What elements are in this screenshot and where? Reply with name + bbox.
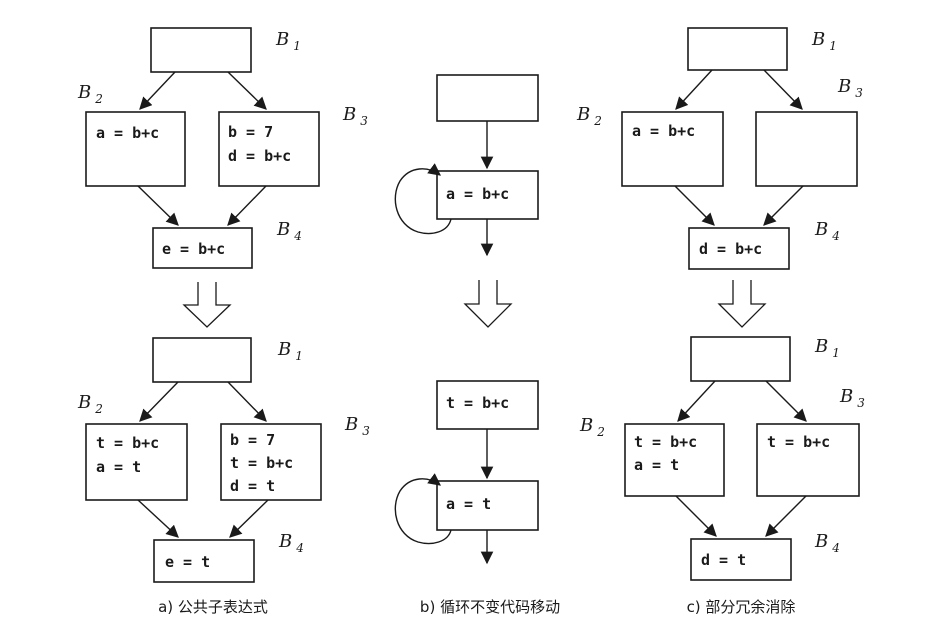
caption-partial-redundancy: c) 部分冗余消除 (687, 598, 796, 616)
edge-b3-b4 (229, 499, 269, 538)
edge-b2-b4 (674, 185, 715, 226)
edge-b1-b3 (227, 71, 267, 110)
loop-back-edge (394, 163, 452, 235)
code-line: a = b+c (96, 124, 159, 142)
code-line: d = t (701, 551, 746, 569)
edge-b1-b2 (677, 380, 716, 422)
block-b2 (621, 111, 724, 187)
panel-b-top: a = b+c (394, 74, 539, 257)
code-line: e = t (165, 553, 210, 571)
edge-b1-b3 (227, 381, 267, 422)
loop-back-edge (394, 473, 452, 545)
block-b4 (152, 227, 253, 269)
edge-b2-b4 (137, 499, 179, 538)
edge-b1-b2 (139, 381, 179, 422)
block-b1 (687, 27, 788, 71)
block-b3 (756, 423, 860, 497)
block-b4 (153, 539, 255, 583)
block-b2 (624, 423, 725, 497)
code-line: d = t (230, 477, 275, 495)
block-b1 (690, 336, 791, 382)
code-line: e = b+c (162, 240, 225, 258)
code-line: t = b+c (230, 454, 293, 472)
code-line: b = 7 (230, 431, 275, 449)
block-b3 (755, 111, 858, 187)
transform-arrow-a (182, 282, 232, 328)
code-line: t = b+c (634, 433, 697, 451)
edge-b1-b2 (139, 71, 176, 110)
edge-b3-b4 (763, 185, 804, 226)
edge-b1-b3 (763, 69, 803, 110)
block-b4 (690, 538, 792, 581)
block-loop (436, 480, 539, 531)
edge-b1-b3 (765, 380, 807, 422)
transform-arrow-b (463, 280, 513, 328)
code-line: d = b+c (699, 240, 762, 258)
code-line: t = b+c (767, 433, 830, 451)
code-line: a = b+c (446, 185, 509, 203)
block-b4 (688, 227, 790, 270)
block-b2 (85, 111, 186, 187)
panel-b-bottom: t = b+c a = t (394, 380, 539, 565)
transform-arrow-c (717, 280, 767, 328)
block-b3 (220, 423, 322, 501)
code-line: t = b+c (96, 434, 159, 452)
code-line: a = b+c (632, 122, 695, 140)
caption-common-subexpression: a) 公共子表达式 (158, 598, 268, 616)
panel-a-bottom: t = b+c a = t b = 7 t = b+c d = t e = t … (77, 337, 370, 583)
code-line: t = b+c (446, 394, 509, 412)
block-pre (436, 380, 539, 430)
block-b1 (150, 27, 252, 73)
code-line: d = b+c (228, 147, 291, 165)
block-b1 (152, 337, 252, 383)
code-line: a = t (446, 495, 491, 513)
edge-b3-b4 (765, 495, 807, 537)
block-pre (436, 74, 539, 122)
code-line: b = 7 (228, 123, 273, 141)
edge-b3-b4 (227, 185, 267, 226)
block-b2 (85, 423, 188, 501)
edge-b2-b4 (675, 495, 717, 537)
block-b3 (218, 111, 320, 187)
caption-loop-invariant-motion: b) 循环不变代码移动 (420, 598, 560, 616)
code-line: a = t (96, 458, 141, 476)
code-line: a = t (634, 456, 679, 474)
edge-b2-b4 (137, 185, 179, 226)
edge-b1-b2 (675, 69, 713, 110)
